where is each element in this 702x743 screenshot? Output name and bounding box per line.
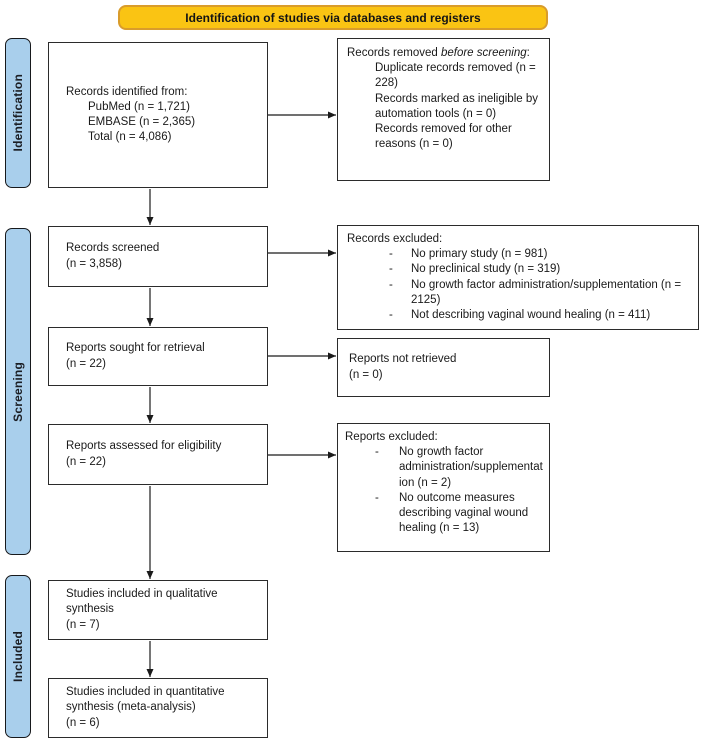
box-reports-excluded: Reports excluded: - No growth factor admi… (337, 423, 550, 552)
banner-title-text: Identification of studies via databases … (185, 10, 481, 25)
box-qualitative-synthesis: Studies included in qualitative synthesi… (48, 580, 268, 640)
list-item: Records marked as ineligible by automati… (375, 92, 538, 120)
box-reports-assessed: Reports assessed for eligibility (n = 22… (48, 424, 268, 485)
stage-label-identification: Identification (5, 38, 31, 188)
stage-label-screening: Screening (5, 228, 31, 555)
stage-label-text: Included (11, 631, 25, 682)
list-item: Duplicate records removed (n = 228) (375, 62, 536, 90)
list-item: Total (n = 4,086) (88, 131, 172, 144)
list-item-text: No outcome measures describing vaginal w… (399, 491, 529, 535)
box-text: Studies included in quantitative synthes… (66, 686, 225, 729)
box-text: Reports sought for retrieval (n = 22) (66, 342, 205, 370)
box-records-excluded: Records excluded: - No primary study (n =… (337, 225, 699, 330)
box-text: Reports assessed for eligibility (n = 22… (66, 440, 222, 468)
box-records-screened: Records screened (n = 3,858) (48, 226, 268, 287)
list-item: - No primary study (n = 981) (347, 247, 690, 262)
dash-bullet: - (375, 491, 379, 504)
banner-title: Identification of studies via databases … (118, 5, 548, 30)
dash-bullet: - (389, 263, 393, 276)
box-records-identified: Records identified from: PubMed (n = 1,7… (48, 42, 268, 188)
box-title: Records removed before screening: (347, 46, 541, 61)
records-excluded-list: - No primary study (n = 981) - No preclinic… (347, 247, 690, 323)
box-title: Records identified from: (66, 85, 188, 98)
dash-bullet: - (389, 248, 393, 261)
list-item: PubMed (n = 1,721) (88, 100, 190, 113)
list-item-text: No primary study (n = 981) (411, 248, 548, 261)
dash-bullet: - (375, 446, 379, 459)
title-suffix: : (526, 47, 530, 59)
list-item: EMBASE (n = 2,365) (88, 116, 196, 128)
list-item: - No outcome measures describing vaginal … (345, 491, 543, 537)
list-item: - Not describing vaginal wound healing (n… (347, 308, 690, 323)
list-item-text: No growth factor administration/suppleme… (411, 278, 682, 306)
reports-excluded-list: - No growth factor administration/supplem… (345, 445, 543, 536)
list-item: - No growth factor administration/supplem… (347, 278, 690, 308)
list-item: - No growth factor administration/supplem… (345, 445, 543, 491)
stage-label-text: Screening (11, 361, 25, 422)
box-text: Reports not retrieved (n = 0) (349, 353, 457, 381)
box-reports-not-retrieved: Reports not retrieved (n = 0) (337, 338, 550, 397)
box-text: Records screened (n = 3,858) (66, 242, 160, 270)
stage-label-included: Included (5, 575, 31, 738)
list-item-text: No preclinical study (n = 319) (411, 263, 561, 276)
box-records-removed: Records removed before screening: Duplic… (337, 38, 550, 181)
list-item-text: No growth factor administration/suppleme… (399, 446, 543, 489)
list-item: Records removed for other reasons (n = 0… (375, 122, 512, 151)
records-removed-list: Duplicate records removed (n = 228)Recor… (347, 61, 541, 152)
dash-bullet: - (389, 278, 393, 291)
box-text: Studies included in qualitative synthesi… (66, 588, 218, 631)
box-title: Records excluded: (347, 233, 443, 245)
records-identified-list: PubMed (n = 1,721) EMBASE (n = 2,365) Tota… (66, 100, 259, 146)
box-title: Reports excluded: (345, 431, 438, 443)
list-item-text: Not describing vaginal wound healing (n … (411, 308, 651, 321)
box-reports-sought: Reports sought for retrieval (n = 22) (48, 327, 268, 386)
box-quantitative-synthesis: Studies included in quantitative synthes… (48, 678, 268, 738)
list-item: - No preclinical study (n = 319) (347, 262, 690, 277)
title-prefix: Records removed (347, 47, 441, 59)
stage-label-text: Identification (11, 74, 25, 152)
title-italic: before screening (440, 47, 527, 59)
dash-bullet: - (389, 308, 393, 321)
